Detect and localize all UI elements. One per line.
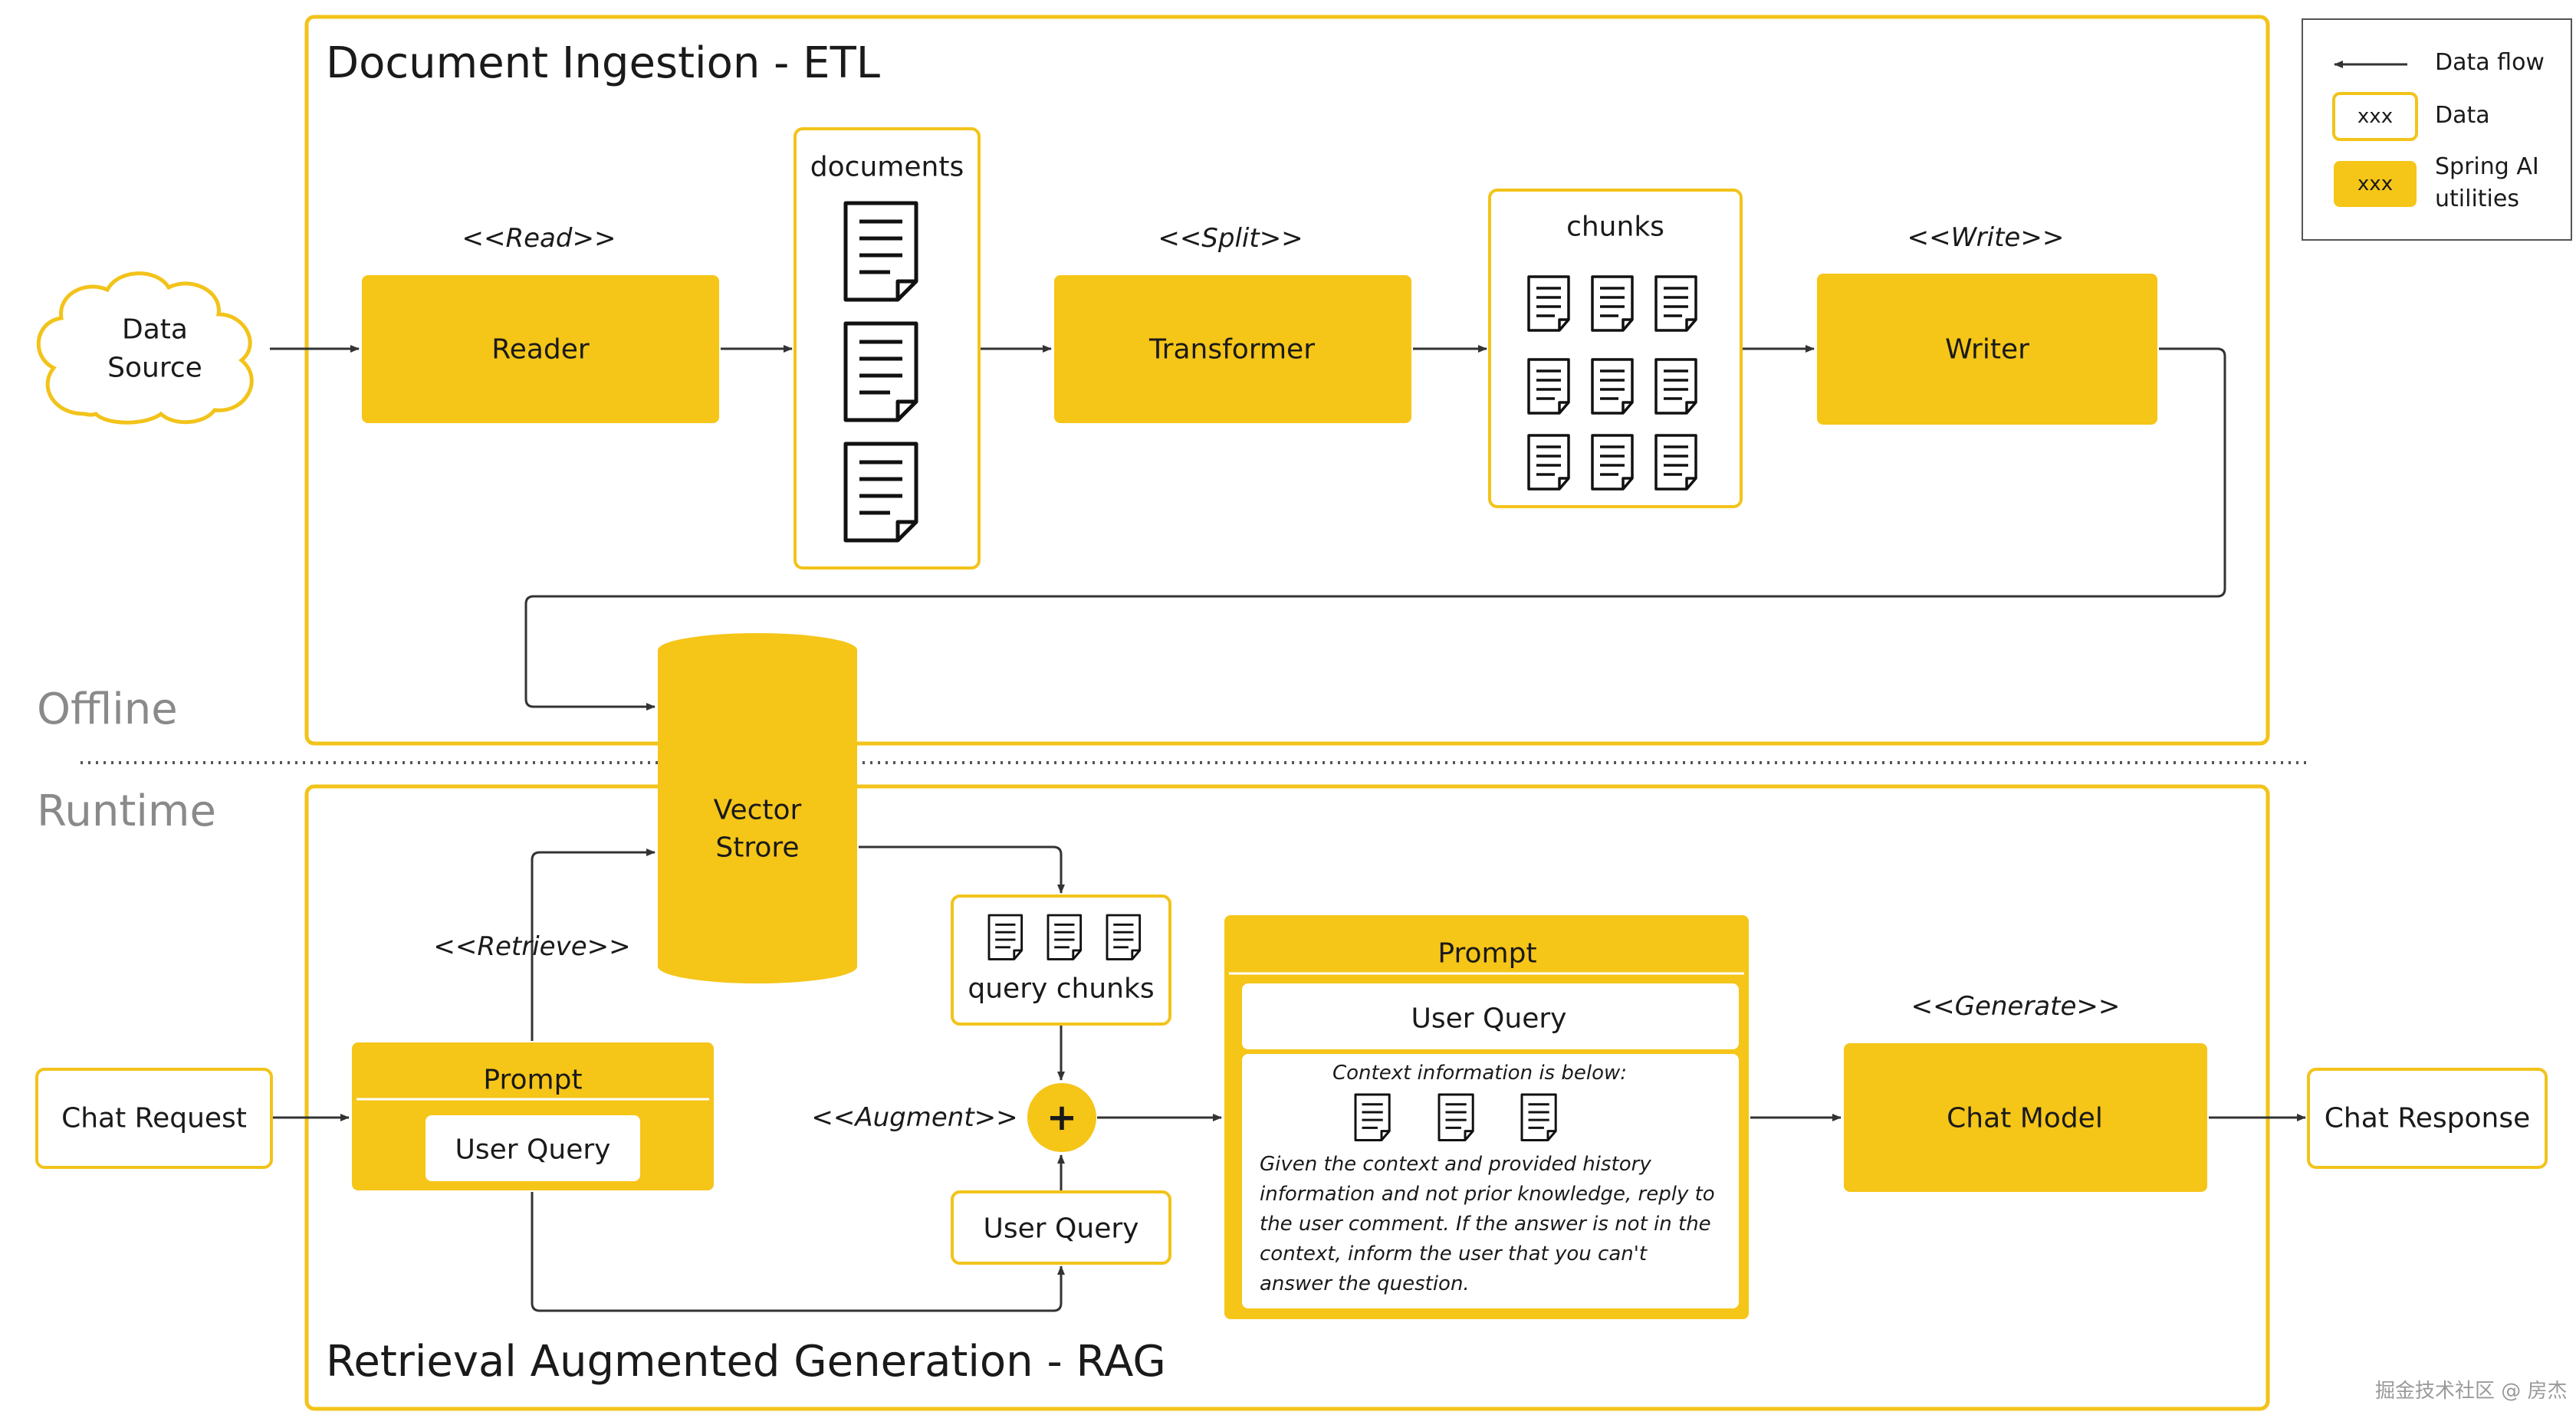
chunk-icon-9 [1654,434,1697,491]
writer-box [1817,274,2157,425]
chat-model-box [1844,1043,2207,1192]
document-icon-3 [846,444,916,540]
augment-plus-circle [1027,1083,1096,1152]
chunk-icon-4 [1527,358,1570,415]
arrow-retrieve-to-vector-store [531,849,656,1041]
document-icon-2 [846,323,916,420]
user-query-big-box [1242,983,1739,1049]
vector-store-label-1: Vector [713,794,802,826]
arrow-prompt-to-user-query-bottom [531,1192,1065,1312]
chunk-icon-8 [1591,434,1634,491]
rag-section-title: Retrieval Augmented Generation - RAG [326,1337,1166,1387]
user-query-bottom-label: User Query [983,1213,1139,1245]
document-icon-1 [846,203,916,300]
legend-data-sample-text: xxx [2357,105,2394,128]
chat-response-label: Chat Response [2324,1102,2531,1134]
chat-request-label: Chat Request [61,1102,247,1134]
reader-box [362,275,719,423]
phase-offline-label: Offline [37,684,178,734]
context-doc-icon-2 [1438,1093,1474,1141]
documents-label: documents [810,151,964,183]
legend-spring-label-2: utilities [2435,185,2519,212]
context-body: Given the context and provided history i… [1260,1153,1715,1295]
chunk-icon-1 [1527,275,1570,332]
user-query-left-label: User Query [455,1134,611,1166]
legend-spring-sample [2334,161,2417,207]
generate-stereotype: <<Generate>> [1911,991,2121,1022]
user-query-left-box [426,1115,640,1181]
chat-request-box [35,1068,273,1169]
prompt-big-label: Prompt [1438,937,1537,970]
connectors [270,345,2306,1312]
query-chunk-icon-2 [1046,914,1083,960]
arrow-writer-to-vector-store [524,347,2226,711]
etl-section-title: Document Ingestion - ETL [326,38,880,88]
plus-icon: + [1046,1096,1078,1139]
query-chunk-icon-1 [987,914,1024,960]
chat-response-box [2307,1068,2548,1169]
context-doc-icon-3 [1520,1093,1557,1141]
retrieve-stereotype: <<Retrieve>> [433,931,631,962]
chunk-icon-6 [1654,358,1697,415]
data-source-label-2: Source [107,352,202,384]
data-source-label-1: Data [122,314,188,346]
user-query-big-label: User Query [1411,1003,1567,1035]
split-stereotype: <<Split>> [1158,223,1303,254]
user-query-bottom-box [951,1190,1171,1265]
vector-store-cylinder [658,633,857,983]
phase-runtime-label: Runtime [37,786,216,836]
chunk-icon-7 [1527,434,1570,491]
reader-label: Reader [491,333,590,366]
chunk-icon-3 [1654,275,1697,332]
transformer-label: Transformer [1148,333,1316,366]
chunk-icon-5 [1591,358,1634,415]
chunk-icon-2 [1591,275,1634,332]
context-title: Context information is below: [1332,1062,1628,1085]
legend-data-flow-label: Data flow [2435,49,2545,76]
vector-store-label-2: Strore [715,832,800,864]
transformer-box [1054,275,1411,423]
augment-stereotype: <<Augment>> [811,1102,1018,1133]
chat-model-label: Chat Model [1947,1102,2103,1134]
legend-data-label: Data [2435,102,2490,129]
context-doc-icon-1 [1354,1093,1391,1141]
prompt-left-label: Prompt [483,1064,583,1096]
chunks-label: chunks [1566,211,1664,243]
legend-spring-sample-text: xxx [2357,172,2394,195]
rag-section-frame [304,784,2270,1411]
legend-spring-label-1: Spring AI [2435,153,2539,180]
writer-label: Writer [1945,333,2029,366]
etl-section-frame [304,15,2270,746]
chunks-container [1488,189,1743,508]
query-chunk-icon-3 [1106,914,1142,960]
watermark: 掘金技术社区 @ 房杰 [2375,1380,2568,1403]
query-chunks-label: query chunks [968,973,1155,1005]
legend-data-sample [2332,92,2418,141]
read-stereotype: <<Read>> [462,223,616,254]
write-stereotype: <<Write>> [1907,222,2065,253]
data-source-cloud-icon [36,271,254,425]
arrow-vector-store-to-query-chunks [859,845,1065,894]
